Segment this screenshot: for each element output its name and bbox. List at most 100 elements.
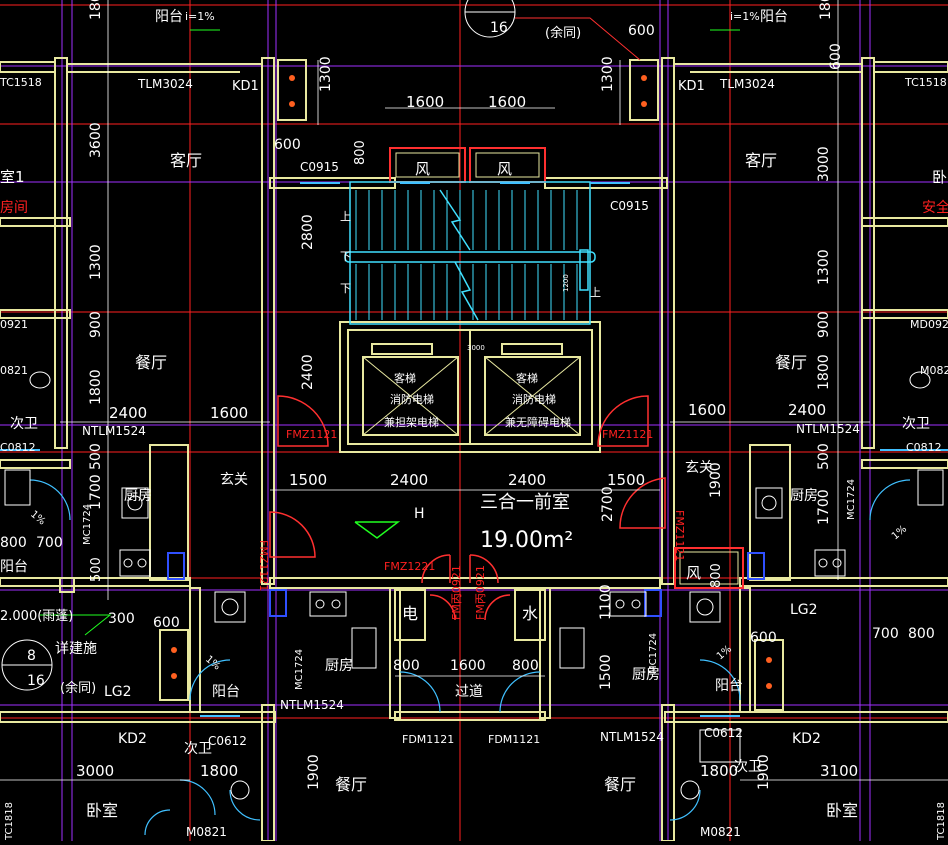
slope-label: i=1% xyxy=(185,10,215,23)
door-tag: MD0921 xyxy=(910,318,948,331)
storage-tag: KD2 xyxy=(118,731,147,747)
dimension-label: 1800 xyxy=(700,762,738,780)
window-tag: TC1518 xyxy=(904,76,947,89)
elevation-note: 2.000(雨蓬) xyxy=(0,609,73,624)
door-tag: TLM3024 xyxy=(137,77,193,91)
fire-door-tag: FMZ1121 xyxy=(257,540,270,591)
room-label: 客厅 xyxy=(170,151,202,170)
room-label: 次卫 xyxy=(902,416,930,432)
dimension-label: 1800 xyxy=(88,369,104,405)
stair-label: 下 xyxy=(340,282,351,295)
dimension-label: 2800 xyxy=(300,214,316,250)
fire-door-tag: FMZ1121 xyxy=(673,510,686,561)
dimension-label: 1600 xyxy=(688,401,726,419)
balcony-label: 阳台 xyxy=(715,678,743,694)
slope-label: 1% xyxy=(28,509,47,528)
dimension-label: 800 xyxy=(353,140,368,165)
detail-note: 详建施 xyxy=(55,641,97,657)
shaft-label: 风 xyxy=(415,160,430,178)
elevator-label: 客梯 xyxy=(516,371,538,385)
dimension-label: 1900 xyxy=(756,754,772,790)
window-tag: LG2 xyxy=(790,602,818,618)
window-tag: TC1818 xyxy=(4,802,15,841)
room-label: 客厅 xyxy=(745,151,777,170)
ref-circle-note: (余同) xyxy=(545,25,581,41)
dimension-label: 1200 xyxy=(562,274,570,292)
dimension-label: 2400 xyxy=(508,471,546,489)
room-label: 玄关 xyxy=(685,459,713,476)
window-tag: C0915 xyxy=(610,199,649,213)
doors-plain xyxy=(29,479,911,836)
room-label: 次卫 xyxy=(184,741,212,757)
dimension-label: 1500 xyxy=(607,471,645,489)
dimension-label: 2700 xyxy=(600,486,616,522)
balcony-label: 阳台 xyxy=(155,9,183,25)
ref-circle-number: 16 xyxy=(27,673,45,689)
dimension-label: 1600 xyxy=(488,93,526,111)
dimension-label: 1900 xyxy=(708,462,724,498)
door-tag: NTLM1524 xyxy=(280,698,344,712)
room-label: 厨房 xyxy=(124,488,152,504)
walls xyxy=(0,57,948,842)
dimension-label: 3600 xyxy=(88,122,104,158)
dimension-label: 3000 xyxy=(816,146,832,182)
leader-lines-green xyxy=(40,29,740,636)
room-label: 餐厅 xyxy=(604,775,636,794)
dimension-label: 500 xyxy=(88,443,104,470)
slope-label: 1% xyxy=(715,644,734,663)
dimension-label: 700 xyxy=(872,626,899,642)
stair-treads xyxy=(355,190,578,320)
door-tag: NTLM1524 xyxy=(796,422,860,436)
room-note: 安全 xyxy=(922,199,948,216)
dimension-label: 800 xyxy=(0,535,27,551)
fire-door-tag: FM丙0921 xyxy=(450,565,463,620)
dimension-label: 600 xyxy=(750,630,777,646)
dimension-label: 600 xyxy=(828,43,844,70)
elevator-label: 客梯 xyxy=(394,371,416,385)
room-label: 厨房 xyxy=(325,658,353,674)
room-note: 房间 xyxy=(0,200,28,216)
window-tag: C0612 xyxy=(208,734,247,748)
elevation-marker xyxy=(354,521,401,539)
dimension-label: 1100 xyxy=(598,584,614,620)
room-label: 餐厅 xyxy=(775,353,807,372)
window-tag: C0812 xyxy=(0,441,36,454)
dimension-label: 1800 xyxy=(816,354,832,390)
door-tag: NTLM1524 xyxy=(82,424,146,438)
dimension-label: 2400 xyxy=(390,471,428,489)
ref-circle-note: (余同) xyxy=(60,680,96,696)
dimension-label: 1300 xyxy=(816,249,832,285)
room-label: 玄关 xyxy=(220,471,248,488)
door-tag: MC1724 xyxy=(648,633,659,674)
dimension-label: 1300 xyxy=(318,56,334,92)
dimension-label: 1500 xyxy=(598,654,614,690)
room-label: 厨房 xyxy=(632,667,660,683)
fire-door-tag: FM丙0921 xyxy=(474,565,487,620)
leader-lines xyxy=(515,17,641,61)
dimension-label: 2400 xyxy=(109,404,147,422)
dimension-label: 800 xyxy=(393,658,420,674)
dimension-label: 600 xyxy=(628,23,655,39)
window-tag: TC1818 xyxy=(936,802,947,841)
dimension-label: 1800 xyxy=(88,0,104,20)
storage-tag: KD1 xyxy=(678,79,705,94)
balcony-label: 阳台 xyxy=(0,559,28,575)
door-tag: NTLM1524 xyxy=(600,730,664,744)
room-area: 19.00m² xyxy=(480,528,573,553)
elevator-label: 消防电梯 xyxy=(512,392,556,406)
dimension-label: 3000 xyxy=(76,762,114,780)
room-label: 卧室 xyxy=(86,801,118,820)
dimension-label: 900 xyxy=(816,311,832,338)
door-tag: MC1724 xyxy=(82,504,93,545)
window-tag: LG2 xyxy=(104,684,132,700)
dimension-label: 800 xyxy=(908,626,935,642)
door-tag: MC1724 xyxy=(846,479,857,520)
fire-door-tag: FMZ1121 xyxy=(286,428,337,441)
dimension-label: 900 xyxy=(88,311,104,338)
dimension-label: 1600 xyxy=(210,404,248,422)
slope-label: i=1% xyxy=(730,10,760,23)
door-tag: FDM1121 xyxy=(488,733,540,746)
elevator-label: 消防电梯 xyxy=(390,392,434,406)
dimension-label: 700 xyxy=(36,535,63,551)
